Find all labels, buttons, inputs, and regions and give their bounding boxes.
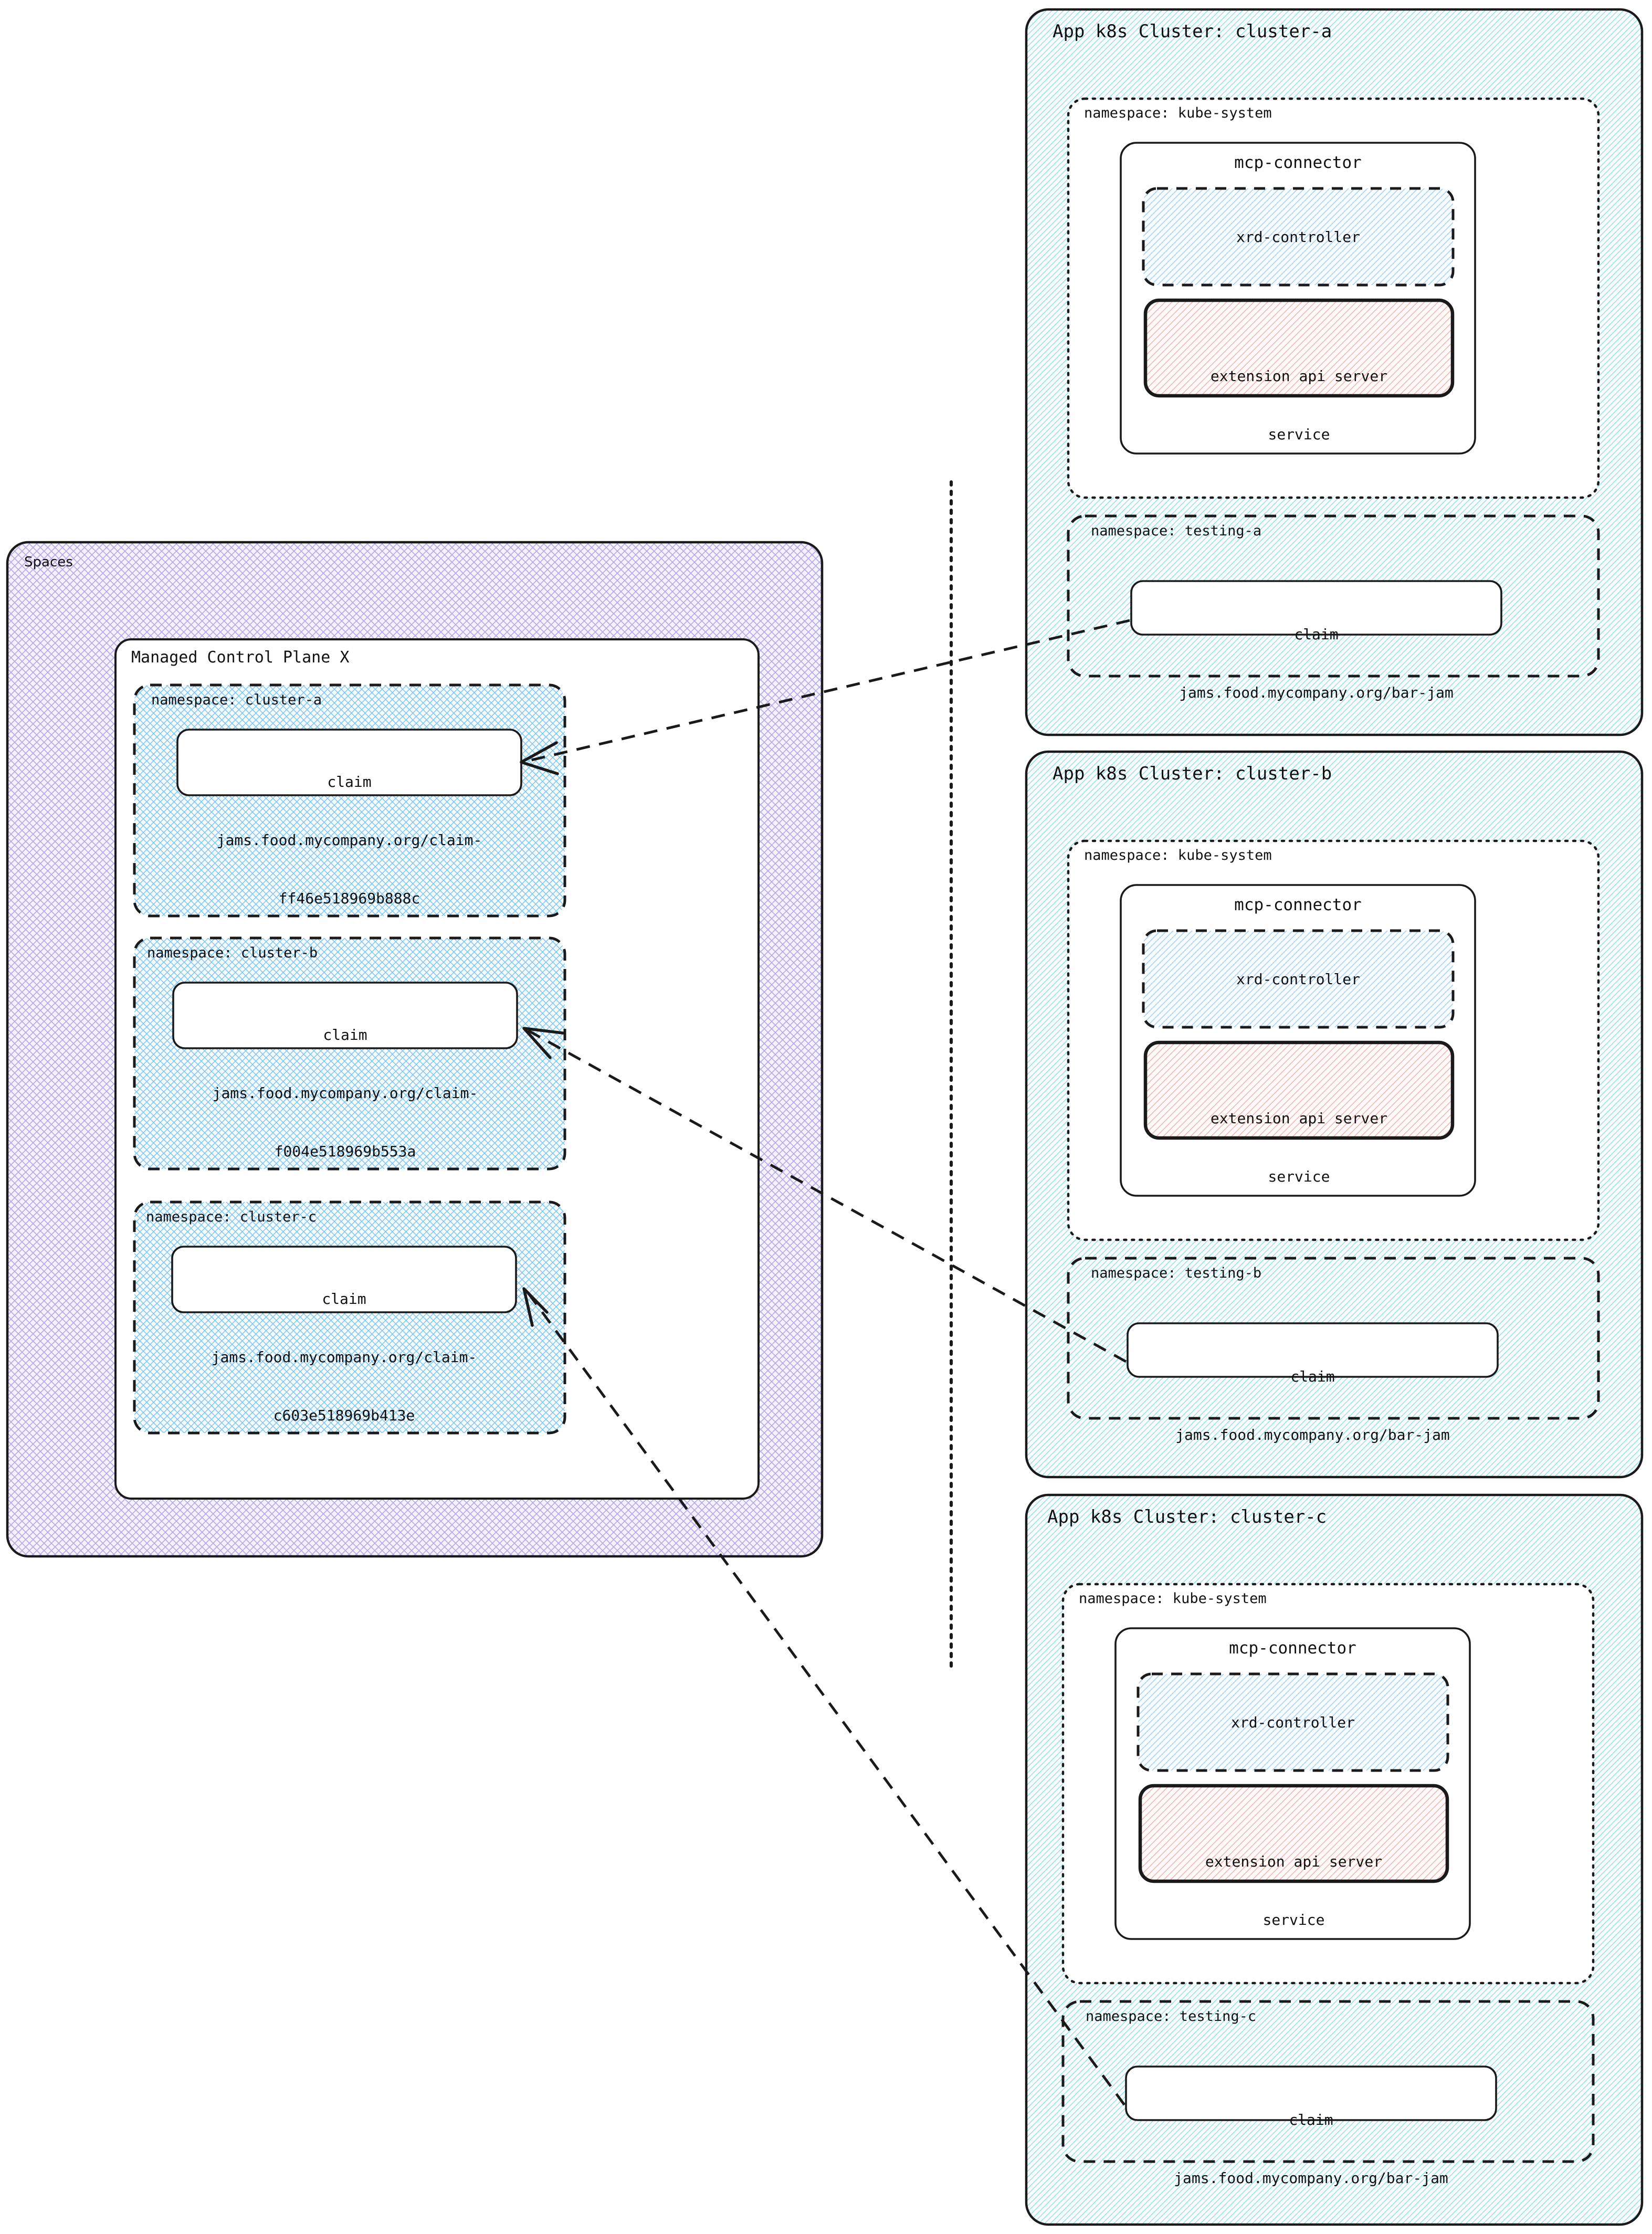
connector-edge-cluster-a bbox=[520, 619, 1130, 775]
ext-api-line-2: service bbox=[1268, 1167, 1330, 1185]
mcp-namespace-cluster-a-label: namespace: cluster-a bbox=[151, 692, 322, 708]
managed-control-plane-label: Managed Control Plane X bbox=[131, 648, 350, 667]
cluster-b-testing-claim-text: claim jams.food.mycompany.org/bar-jam bbox=[1128, 1329, 1498, 1464]
claim-kind-label: claim bbox=[1290, 1367, 1335, 1385]
cluster-a-mcp-connector-title: mcp-connector bbox=[1234, 153, 1362, 172]
claim-ref-line-2: c603e518969b413e bbox=[273, 1406, 415, 1424]
ext-api-line-2: service bbox=[1268, 425, 1330, 443]
claim-kind-label: claim bbox=[323, 1026, 367, 1044]
cluster-c-testing-claim-text: claim jams.food.mycompany.org/bar-jam bbox=[1126, 2072, 1496, 2208]
mcp-claim-cluster-b-box bbox=[172, 982, 518, 1049]
connector-edge-cluster-c bbox=[522, 1287, 1126, 2106]
mcp-namespace-cluster-c-label: namespace: cluster-c bbox=[146, 1209, 317, 1225]
cluster-a-testing-label: namespace: testing-a bbox=[1091, 523, 1262, 539]
claim-ref-line-1: jams.food.mycompany.org/claim- bbox=[211, 1348, 477, 1366]
mcp-claim-cluster-c-box bbox=[171, 1246, 517, 1313]
claim-ref-line-1: jams.food.mycompany.org/claim- bbox=[216, 831, 482, 849]
cluster-b-kube-system-label: namespace: kube-system bbox=[1084, 847, 1272, 863]
spaces-label: Spaces bbox=[24, 554, 73, 570]
ext-api-line-1: extension api server bbox=[1210, 1109, 1388, 1127]
cluster-c-kube-system-label: namespace: kube-system bbox=[1079, 1590, 1267, 1607]
cluster-c-ext-api-text: extension api server service bbox=[1140, 1814, 1447, 1950]
cluster-a-kube-system-label: namespace: kube-system bbox=[1084, 105, 1272, 121]
cluster-c-xrd-controller-label: xrd-controller bbox=[1230, 1714, 1355, 1731]
mcp-claim-cluster-c-text: claim jams.food.mycompany.org/claim- c60… bbox=[172, 1251, 516, 1445]
claim-kind-label: claim bbox=[1289, 2111, 1333, 2128]
cluster-b-container bbox=[1025, 750, 1644, 1479]
mcp-namespace-cluster-b-label: namespace: cluster-b bbox=[147, 945, 318, 961]
ext-api-line-1: extension api server bbox=[1205, 1852, 1383, 1870]
mcp-claim-cluster-b-text: claim jams.food.mycompany.org/claim- f00… bbox=[173, 987, 517, 1181]
mcp-claim-cluster-a-text: claim jams.food.mycompany.org/claim- ff4… bbox=[177, 734, 521, 928]
cluster-c-title: App k8s Cluster: cluster-c bbox=[1047, 1506, 1327, 1527]
cluster-b-xrd-controller-label: xrd-controller bbox=[1236, 971, 1360, 988]
cluster-c-container bbox=[1025, 1493, 1644, 2226]
cluster-b-ext-api-text: extension api server service bbox=[1145, 1070, 1453, 1206]
cluster-a-container bbox=[1025, 8, 1644, 736]
connector-edge-cluster-b bbox=[522, 1027, 1127, 1363]
ext-api-line-1: extension api server bbox=[1210, 367, 1388, 385]
claim-ref-line-2: f004e518969b553a bbox=[274, 1142, 416, 1160]
claim-kind-label: claim bbox=[327, 773, 372, 791]
cluster-b-testing-label: namespace: testing-b bbox=[1091, 1265, 1262, 1281]
claim-ref-line-1: jams.food.mycompany.org/claim- bbox=[212, 1084, 478, 1102]
claim-ref-line-1: jams.food.mycompany.org/bar-jam bbox=[1179, 683, 1454, 701]
claim-ref-line-2: ff46e518969b888c bbox=[278, 889, 420, 907]
claim-ref-line-1: jams.food.mycompany.org/bar-jam bbox=[1175, 1426, 1450, 1443]
ext-api-line-2: service bbox=[1262, 1911, 1325, 1929]
cluster-c-testing-label: namespace: testing-c bbox=[1086, 2008, 1257, 2025]
claim-ref-line-1: jams.food.mycompany.org/bar-jam bbox=[1174, 2169, 1448, 2187]
claim-kind-label: claim bbox=[1294, 625, 1339, 643]
cluster-a-testing-claim-text: claim jams.food.mycompany.org/bar-jam bbox=[1131, 586, 1501, 722]
claim-kind-label: claim bbox=[322, 1290, 366, 1308]
cluster-b-mcp-connector-title: mcp-connector bbox=[1234, 895, 1362, 914]
cluster-a-title: App k8s Cluster: cluster-a bbox=[1053, 21, 1332, 42]
cluster-b-title: App k8s Cluster: cluster-b bbox=[1053, 763, 1332, 784]
cluster-a-ext-api-text: extension api server service bbox=[1145, 328, 1453, 464]
cluster-c-mcp-connector-title: mcp-connector bbox=[1229, 1639, 1356, 1658]
cluster-a-xrd-controller-label: xrd-controller bbox=[1236, 228, 1360, 246]
